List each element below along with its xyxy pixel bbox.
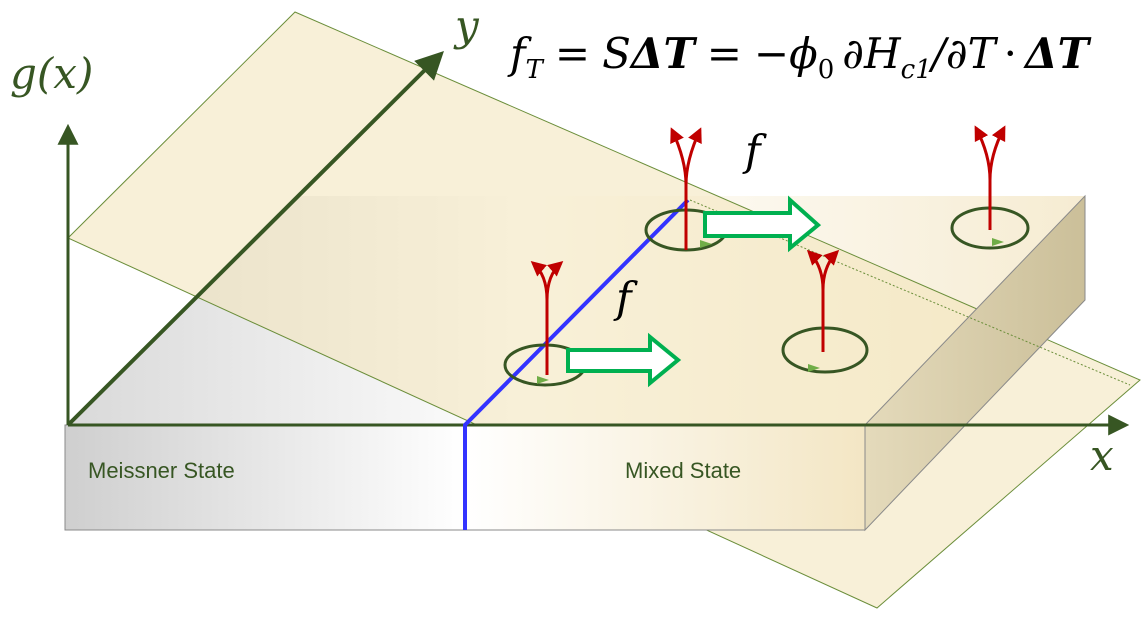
formula-delta-t: ΔT bbox=[629, 29, 698, 78]
x-axis-label: x bbox=[1090, 431, 1114, 480]
formula-h-sub: c1 bbox=[901, 55, 932, 85]
phase-boundary bbox=[463, 198, 690, 530]
formula-delta-t2: ΔT bbox=[1023, 29, 1092, 78]
formula-eq2: = bbox=[707, 29, 742, 78]
formula: fT=SΔT=−ϕ0∂Hc1/∂T·ΔT bbox=[507, 29, 1092, 85]
formula-over-dt: /∂T bbox=[928, 29, 999, 78]
formula-dot: · bbox=[1004, 29, 1017, 78]
formula-minus-phi: −ϕ bbox=[754, 29, 818, 78]
force-arrow-lower bbox=[566, 332, 682, 388]
formula-eq1: = bbox=[555, 29, 590, 78]
plane-intersection-line bbox=[689, 199, 1131, 386]
vortex-ring-arrow bbox=[808, 364, 820, 372]
formula-s: S bbox=[602, 29, 631, 78]
gx-axis-label: g(x) bbox=[10, 49, 93, 98]
formula-f-sub: T bbox=[526, 55, 545, 85]
vortex-ring-arrow bbox=[537, 376, 549, 384]
slab-side-face bbox=[864, 194, 1086, 532]
flux-arrow-right bbox=[974, 125, 1006, 230]
flux-arrow-upper bbox=[670, 127, 702, 250]
vortex-ring-arrow bbox=[700, 240, 712, 248]
vortex-ring-center bbox=[781, 326, 869, 374]
flux-arrow-center bbox=[806, 249, 840, 352]
y-axis-label: y bbox=[453, 1, 480, 50]
meissner-state-label: Meissner State bbox=[88, 458, 235, 483]
mixed-state-label: Mixed State bbox=[625, 458, 741, 483]
y-axis bbox=[66, 51, 444, 427]
flux-arrow-lower bbox=[530, 261, 564, 375]
force-label-upper: f bbox=[742, 126, 767, 175]
formula-partial-h: ∂H bbox=[842, 29, 902, 78]
vortex-ring-arrow bbox=[992, 238, 1004, 246]
formula-phi-sub: 0 bbox=[818, 55, 835, 85]
force-arrow-upper bbox=[703, 195, 822, 253]
